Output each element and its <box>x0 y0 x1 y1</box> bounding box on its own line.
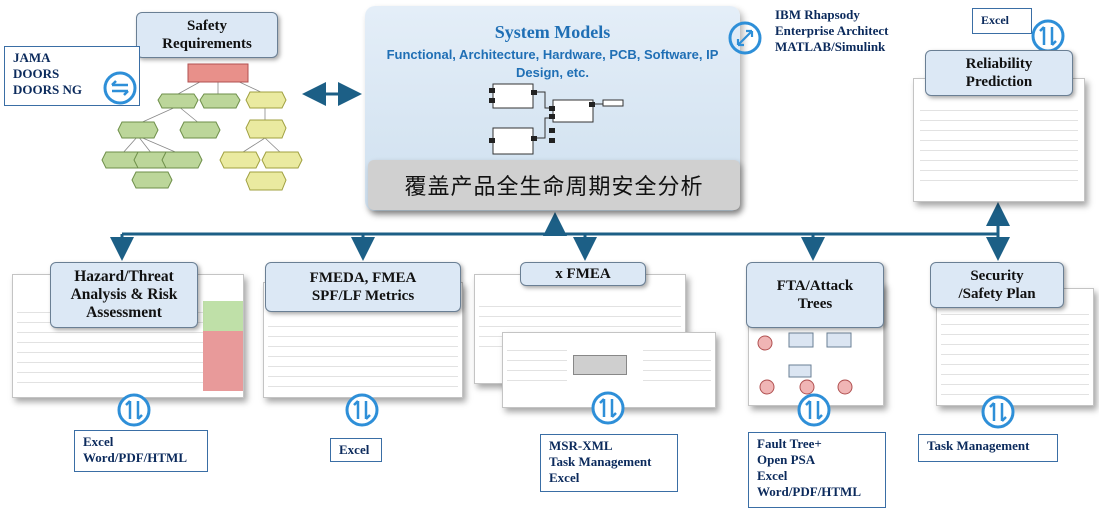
up-down-arrows-icon[interactable] <box>590 390 626 426</box>
up-down-arrows-icon[interactable] <box>344 392 380 428</box>
security-plan-label: Security /Safety Plan <box>930 262 1064 308</box>
up-down-arrows-icon[interactable] <box>1030 18 1066 54</box>
reliability-excel-tag: Excel <box>972 8 1032 34</box>
xfmea-screenshot-front <box>502 332 716 408</box>
system-models-subtitle: Functional, Architecture, Hardware, PCB,… <box>386 47 719 80</box>
modeling-tools-list: IBM Rhapsody Enterprise Architect MATLAB… <box>767 3 917 63</box>
reliability-screenshot <box>913 78 1085 202</box>
fta-label: FTA/Attack Trees <box>746 262 884 328</box>
hazard-export-formats: Excel Word/PDF/HTML <box>74 430 208 472</box>
fmeda-excel-tag: Excel <box>330 438 382 462</box>
security-task-management: Task Management <box>918 434 1058 462</box>
block-diagram-thumbnail <box>489 83 624 155</box>
xfmea-export-formats: MSR-XML Task Management Excel <box>540 434 678 492</box>
up-down-arrows-icon[interactable] <box>116 392 152 428</box>
safety-requirements-label: Safety Requirements <box>136 12 278 58</box>
up-down-arrows-icon[interactable] <box>796 392 832 428</box>
xfmea-label: x FMEA <box>520 262 646 286</box>
hazard-analysis-label: Hazard/Threat Analysis & Risk Assessment <box>50 262 198 328</box>
requirements-tools-list: JAMA DOORS DOORS NG <box>4 46 140 106</box>
fmeda-label: FMEDA, FMEA SPF/LF Metrics <box>265 262 461 312</box>
goal-structure-diagram <box>101 63 303 191</box>
up-down-arrows-icon[interactable] <box>980 394 1016 430</box>
double-arrow-icon[interactable] <box>727 20 763 56</box>
sync-icon[interactable] <box>102 70 138 106</box>
reliability-prediction-label: Reliability Prediction <box>925 50 1073 96</box>
system-models-title: System Models <box>494 22 611 42</box>
chinese-banner: 覆盖产品全生命周期安全分析 <box>368 160 740 210</box>
fta-export-formats: Fault Tree+ Open PSA Excel Word/PDF/HTML <box>748 432 886 508</box>
